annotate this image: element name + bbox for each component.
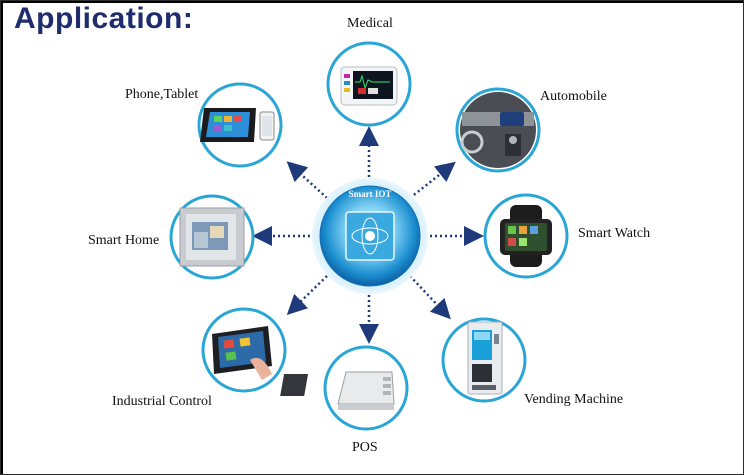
smart-watch-icon [500, 205, 552, 267]
node-medical [326, 41, 412, 127]
smart-home-panel-icon [179, 207, 245, 267]
label-automobile: Automobile [540, 89, 607, 104]
hub-smart-iot: Smart IOT [312, 178, 428, 294]
node-smart-watch [483, 193, 569, 279]
label-smart-watch: Smart Watch [578, 226, 651, 241]
industrial-panel-icon [212, 326, 272, 380]
node-pos [280, 345, 409, 431]
label-smart-home: Smart Home [88, 233, 160, 248]
car-dashboard-icon [460, 92, 536, 168]
node-industrial-control [201, 307, 287, 393]
label-pos: POS [352, 440, 378, 455]
hub-label: Smart IOT [349, 189, 392, 199]
page-title: Application: [14, 2, 194, 35]
label-phone-tablet: Phone,Tablet [125, 87, 199, 102]
arrow-phone-tablet [286, 161, 328, 199]
connector-arrows [252, 126, 484, 344]
arrow-vending [409, 275, 451, 320]
node-vending-machine [441, 317, 527, 403]
arrow-automobile [409, 161, 456, 199]
medical-monitor-icon [340, 66, 398, 106]
node-phone-tablet [197, 82, 283, 168]
label-vending-machine: Vending Machine [524, 392, 624, 407]
vending-machine-icon [467, 321, 503, 395]
node-automobile [455, 87, 541, 173]
label-medical: Medical [347, 16, 393, 31]
label-industrial-control: Industrial Control [112, 394, 212, 409]
pos-terminal-icon [280, 371, 395, 410]
phone-tablet-icon [200, 108, 275, 142]
arrow-industrial [286, 275, 328, 315]
node-smart-home [169, 194, 255, 280]
